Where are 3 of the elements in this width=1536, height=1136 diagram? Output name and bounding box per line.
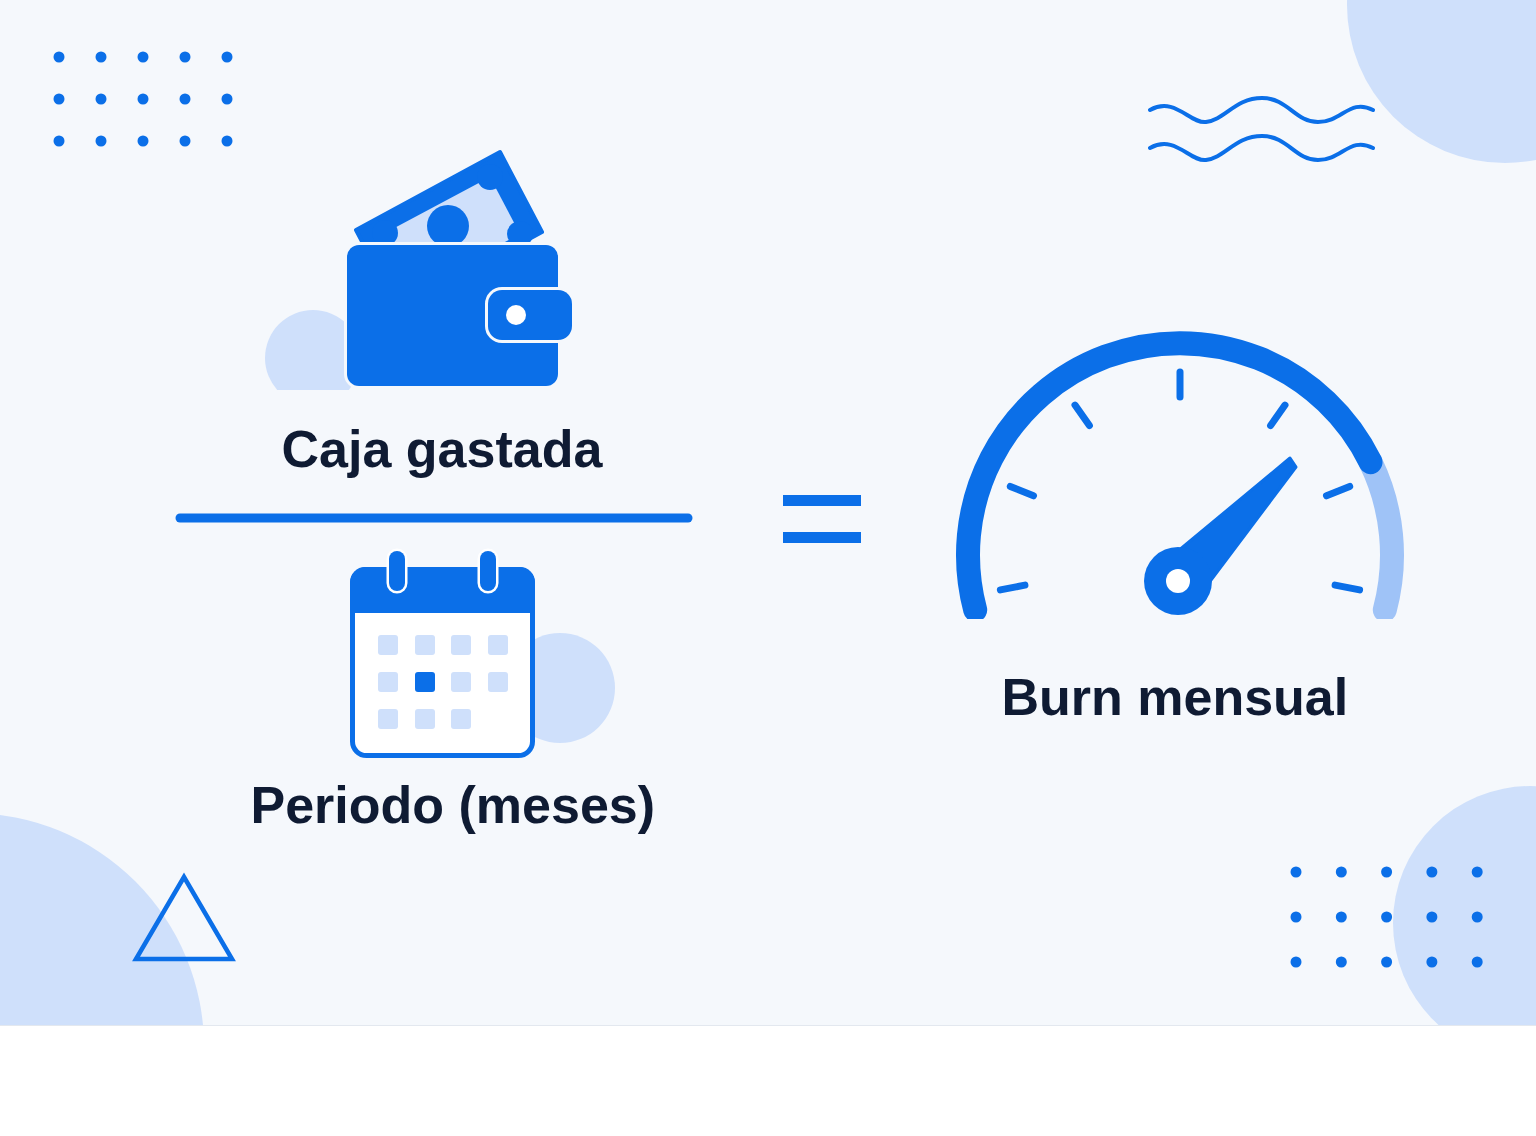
- numerator-label: Caja gastada: [281, 420, 603, 480]
- result-label: Burn mensual: [1001, 668, 1349, 728]
- denominator-label: Periodo (meses): [250, 776, 656, 836]
